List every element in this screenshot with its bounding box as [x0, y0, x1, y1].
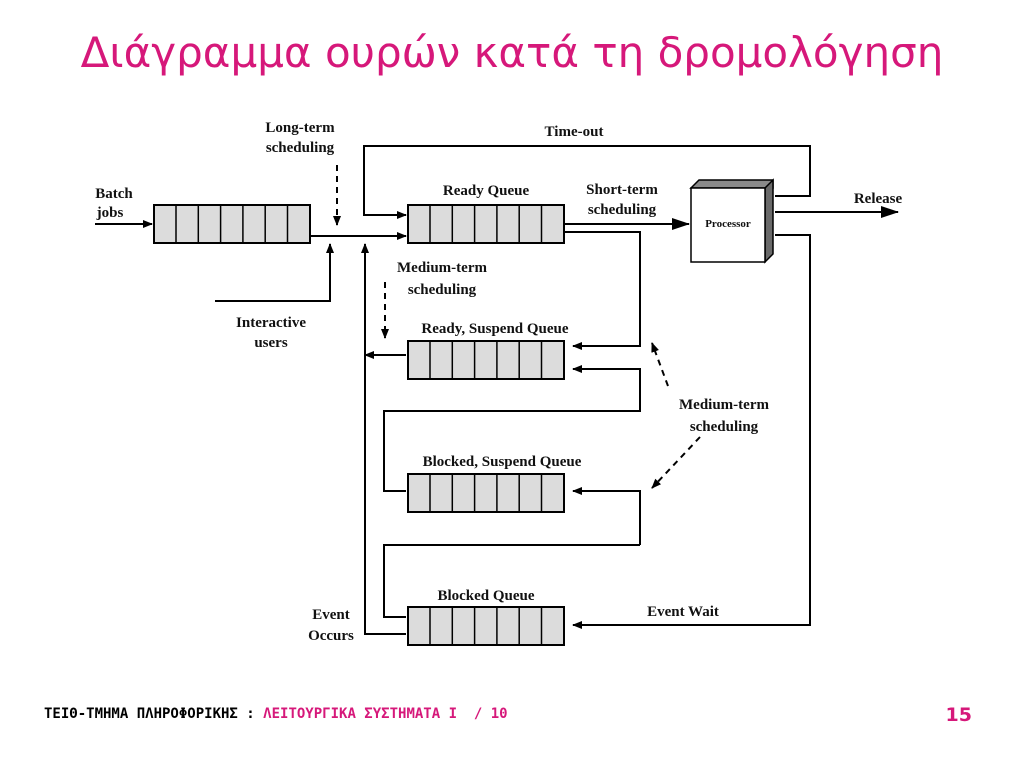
blocked-to-blocked-suspend-arrow	[572, 487, 641, 545]
medium-term-right-label-1: Medium-term	[679, 397, 769, 413]
batch-label-2: jobs	[96, 205, 124, 221]
long-term-label-1: Long-term	[265, 120, 335, 136]
long-term-label-2: scheduling	[266, 140, 335, 156]
footer-text: ΤΕΙΘ-ΤΜΗΜΑ ΠΛΗΡΟΦΟΡΙΚΗΣ : ΛΕΙΤΟΥΡΓΙΚΑ ΣΥ…	[44, 706, 508, 722]
blocked-suspend-queue-label: Blocked, Suspend Queue	[423, 454, 582, 470]
dashed-scheduling-arrows	[333, 165, 701, 489]
ready-suspend-queue-label: Ready, Suspend Queue	[421, 321, 568, 337]
slide-title: Διάγραμμα ουρών κατά τη δρομολόγηση	[80, 28, 944, 77]
processor-front	[690, 187, 766, 263]
short-term-label-2: scheduling	[588, 202, 657, 218]
flow-lines	[95, 145, 899, 635]
medium-term-up-dashed-arrow	[651, 342, 669, 387]
batch-label-1: Batch	[95, 186, 133, 202]
processor-side	[764, 178, 774, 264]
medium-term-label-2: scheduling	[408, 282, 477, 298]
time-out-arrow	[363, 145, 811, 219]
release-label: Release	[854, 191, 903, 207]
ready-suspend-to-blocked-suspend-line	[383, 368, 641, 492]
ready-suspend-queue	[407, 340, 565, 380]
interactive-users-arrow	[215, 243, 334, 302]
queue-box	[407, 606, 565, 646]
processor-top	[689, 179, 774, 189]
batch-queue	[153, 204, 311, 244]
blocked-suspend-loop-line	[383, 544, 640, 618]
queue-box	[407, 473, 565, 513]
blocked-queue-label: Blocked Queue	[437, 588, 534, 604]
event-occurs-label-1: Event	[312, 607, 350, 623]
interactive-label-1: Interactive	[236, 315, 306, 331]
processor-box: Processor	[689, 178, 774, 264]
time-out-label: Time-out	[545, 124, 604, 140]
queue-box	[153, 204, 311, 244]
event-wait-arrow	[572, 234, 811, 629]
blocked-suspend-queue	[407, 473, 565, 513]
page-number: 15	[945, 704, 972, 726]
ready-queue	[407, 204, 565, 244]
short-term-label-1: Short-term	[586, 182, 658, 198]
queue-box	[407, 204, 565, 244]
queue-box	[407, 340, 565, 380]
event-occurs-arrow	[361, 243, 406, 635]
footer-course: ΛΕΙΤΟΥΡΓΙΚΑ ΣΥΣΤΗΜΑΤΑ Ι / 10	[263, 706, 508, 722]
medium-term-down-dashed-arrow	[651, 436, 701, 489]
medium-term-right-label-2: scheduling	[690, 419, 759, 435]
event-occurs-label-2: Occurs	[308, 628, 354, 644]
medium-term-label-1: Medium-term	[397, 260, 487, 276]
blocked-queue	[407, 606, 565, 646]
event-wait-label: Event Wait	[647, 604, 719, 620]
footer-dept: ΤΕΙΘ-ΤΜΗΜΑ ΠΛΗΡΟΦΟΡΙΚΗΣ :	[44, 706, 255, 722]
processor-label: Processor	[705, 218, 751, 230]
interactive-label-2: users	[254, 335, 287, 351]
ready-queue-label: Ready Queue	[443, 183, 530, 199]
ready-to-ready-suspend-arrow	[564, 231, 641, 350]
